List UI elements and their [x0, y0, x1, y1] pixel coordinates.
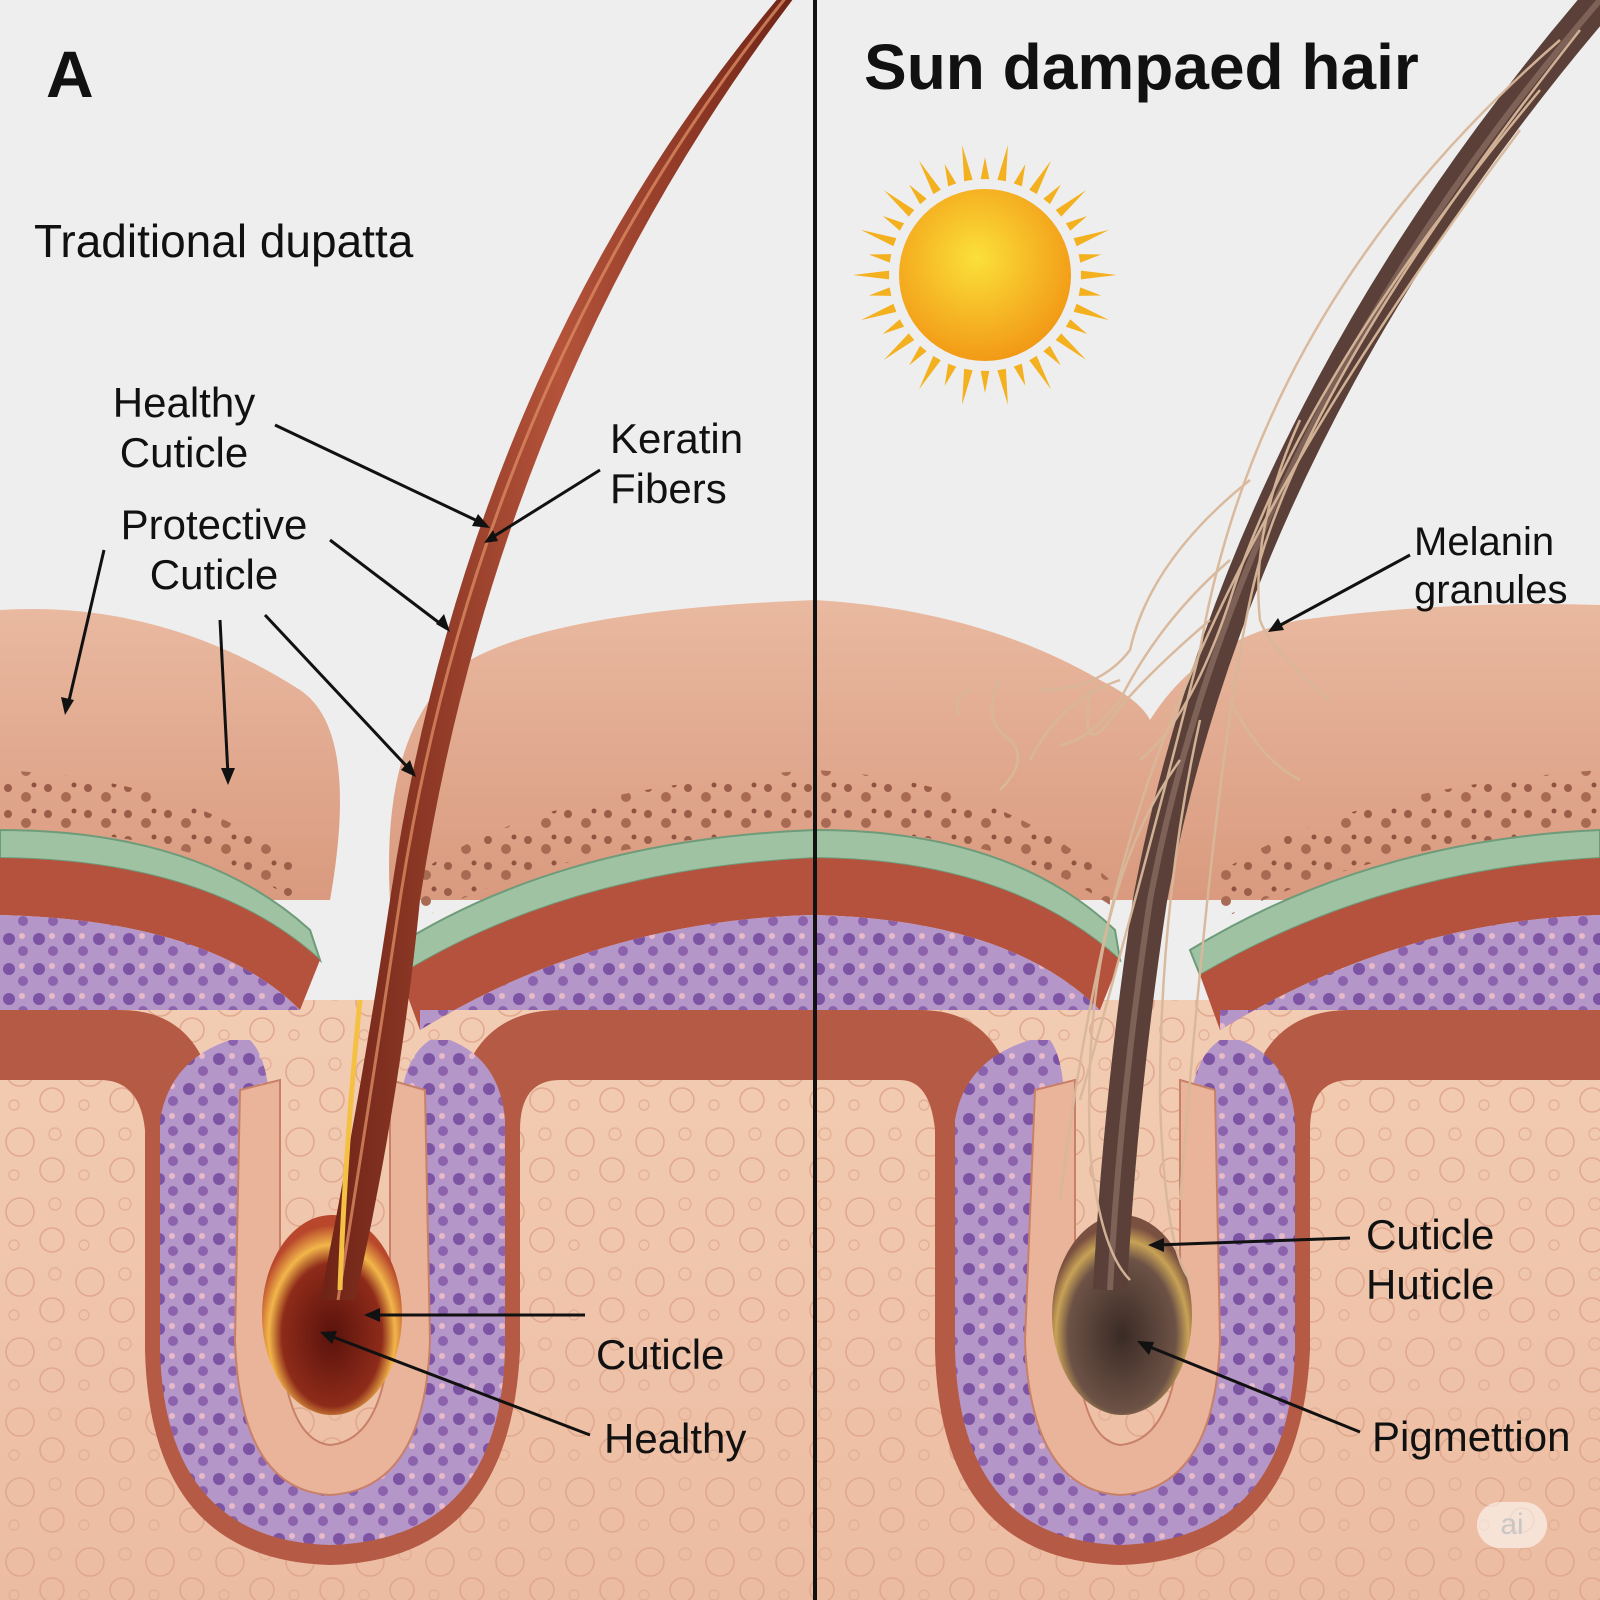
sun-ray [883, 190, 915, 217]
label-healthy-cuticle-line2: Cuticle [119, 429, 249, 476]
callout-arrows [66, 423, 1411, 1437]
panel-a-subtitle: Traditional dupatta [34, 215, 414, 267]
sun-ray [1078, 287, 1102, 296]
sun-ray [909, 345, 927, 366]
sun-ray [997, 368, 1008, 405]
panel-b-title: Sun dampaed hair [864, 31, 1419, 103]
sun-ray [944, 164, 957, 187]
label-healthy-cuticle: Healthy Cuticle [96, 378, 272, 478]
sun-ray [1065, 319, 1088, 334]
panel-a-title: A [46, 37, 94, 111]
sun-ray [868, 287, 892, 296]
sun-ray [909, 184, 927, 205]
label-cuticle: Cuticle [596, 1331, 725, 1378]
sun-ray [1013, 363, 1026, 386]
sun-ray [883, 333, 915, 360]
label-protective-cuticle-line2: Cuticle [149, 551, 279, 598]
label-cuticle-huticle: Cuticle Huticle [1366, 1210, 1494, 1310]
sun-ray [860, 303, 897, 321]
sun-ray [944, 363, 957, 386]
sun-ray [1043, 184, 1061, 205]
label-melanin-granules-line2: granules [1414, 568, 1568, 612]
label-protective-cuticle: Protective Cuticle [102, 500, 326, 600]
sun-ray [1073, 303, 1110, 321]
arrow-pigmettion [1144, 1343, 1361, 1434]
sun-ray [853, 270, 890, 280]
label-cuticle-huticle-line1: Cuticle [1366, 1211, 1495, 1258]
sun-ray [1043, 345, 1061, 366]
sun-ray [1013, 164, 1026, 187]
label-melanin-granules-line1: Melanin [1414, 520, 1555, 564]
arrow-protective-cuticle-left [66, 549, 106, 706]
right-skin-layers [815, 600, 1600, 1600]
sun-ray [1080, 270, 1117, 280]
arrow-protective-cuticle-shaft [263, 613, 414, 774]
arrow-melanin-granules [1274, 553, 1411, 630]
sun-ray [1029, 355, 1051, 390]
sun-ray [1065, 216, 1088, 231]
arrow-cuticle-huticle [1155, 1236, 1351, 1247]
label-melanin-granules: Melanin granules [1414, 518, 1567, 614]
sun-ray [962, 145, 973, 182]
sun-ray [962, 368, 973, 405]
arrow-keratin-fibers [487, 468, 601, 542]
label-protective-cuticle-line1: Protective [120, 501, 308, 548]
arrow-protective-cuticle [329, 538, 447, 630]
sun-disc [899, 189, 1071, 361]
sun-ray [1078, 254, 1102, 263]
arrow-heads [61, 514, 1284, 1355]
sun-ray [882, 216, 905, 231]
sun-ray [980, 370, 990, 393]
sun-ray [860, 229, 897, 247]
sun-icon [853, 145, 1117, 405]
healthy-hair-shaft [320, 0, 793, 1301]
damaged-hair-shaft [955, 0, 1600, 1291]
sun-ray [868, 254, 892, 263]
label-keratin-fibers-line1: Keratin [610, 415, 744, 462]
label-healthy-cuticle-line1: Healthy [112, 379, 256, 426]
arrow-healthy-cuticle [274, 423, 487, 527]
label-cuticle-huticle-line2: Huticle [1366, 1261, 1495, 1308]
sun-ray [1055, 333, 1087, 360]
left-skin-layers [0, 600, 815, 1600]
label-healthy: Healthy [604, 1415, 747, 1462]
sun-ray [1029, 160, 1051, 195]
sun-ray [980, 157, 990, 180]
sun-ray [1073, 229, 1110, 247]
sun-ray [882, 319, 905, 334]
label-pigmettion: Pigmettion [1372, 1413, 1571, 1460]
sun-ray [919, 160, 941, 195]
arrow-healthy [327, 1333, 591, 1437]
arrow-protective-cuticle-mid [218, 619, 230, 776]
label-keratin-fibers-line2: Fibers [610, 465, 727, 512]
sun-ray [1055, 190, 1087, 217]
sun-ray [919, 355, 941, 390]
sun-ray [997, 145, 1008, 182]
watermark-badge: ai [1477, 1502, 1547, 1548]
label-keratin-fibers: Keratin Fibers [610, 414, 743, 514]
